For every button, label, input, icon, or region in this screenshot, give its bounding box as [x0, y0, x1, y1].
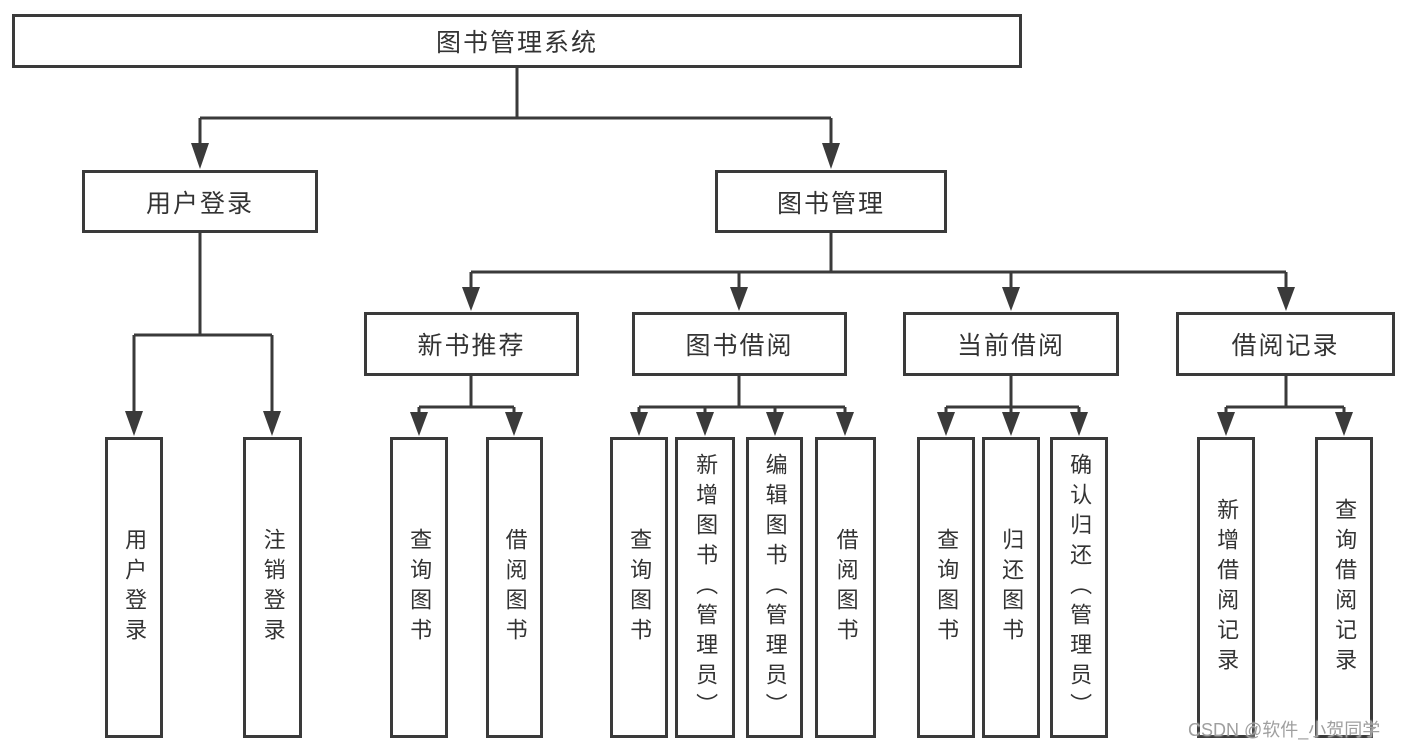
connector-lines [132, 68, 1346, 414]
leaf-query-borrow-record: 查询借阅记录 [1315, 437, 1373, 738]
node-current-borrowing: 当前借阅 [903, 312, 1119, 376]
leaf-user-login: 用户登录 [105, 437, 163, 738]
leaf-edit-books-admin: 编辑图书（管理员） [746, 437, 803, 738]
watermark: CSDN @软件_小贺同学 [1188, 720, 1381, 740]
leaf-borrow-books-borrowing: 借阅图书 [815, 437, 876, 738]
leaf-borrow-books-recommend: 借阅图书 [486, 437, 543, 738]
leaf-add-borrow-record: 新增借阅记录 [1197, 437, 1255, 738]
node-borrowing-records: 借阅记录 [1176, 312, 1395, 376]
node-user-login: 用户登录 [82, 170, 318, 233]
node-root: 图书管理系统 [12, 14, 1022, 68]
node-book-borrowing: 图书借阅 [632, 312, 847, 376]
node-book-management: 图书管理 [715, 170, 947, 233]
arrowheads [125, 143, 1353, 436]
leaf-add-books-admin: 新增图书（管理员） [675, 437, 735, 738]
leaf-logout: 注销登录 [243, 437, 302, 738]
node-new-book-recommend: 新书推荐 [364, 312, 579, 376]
leaf-confirm-return-admin: 确认归还（管理员） [1050, 437, 1108, 738]
leaf-query-books-current: 查询图书 [917, 437, 975, 738]
leaf-query-books-recommend: 查询图书 [390, 437, 448, 738]
leaf-query-books-borrowing: 查询图书 [610, 437, 668, 738]
leaf-return-books: 归还图书 [982, 437, 1040, 738]
